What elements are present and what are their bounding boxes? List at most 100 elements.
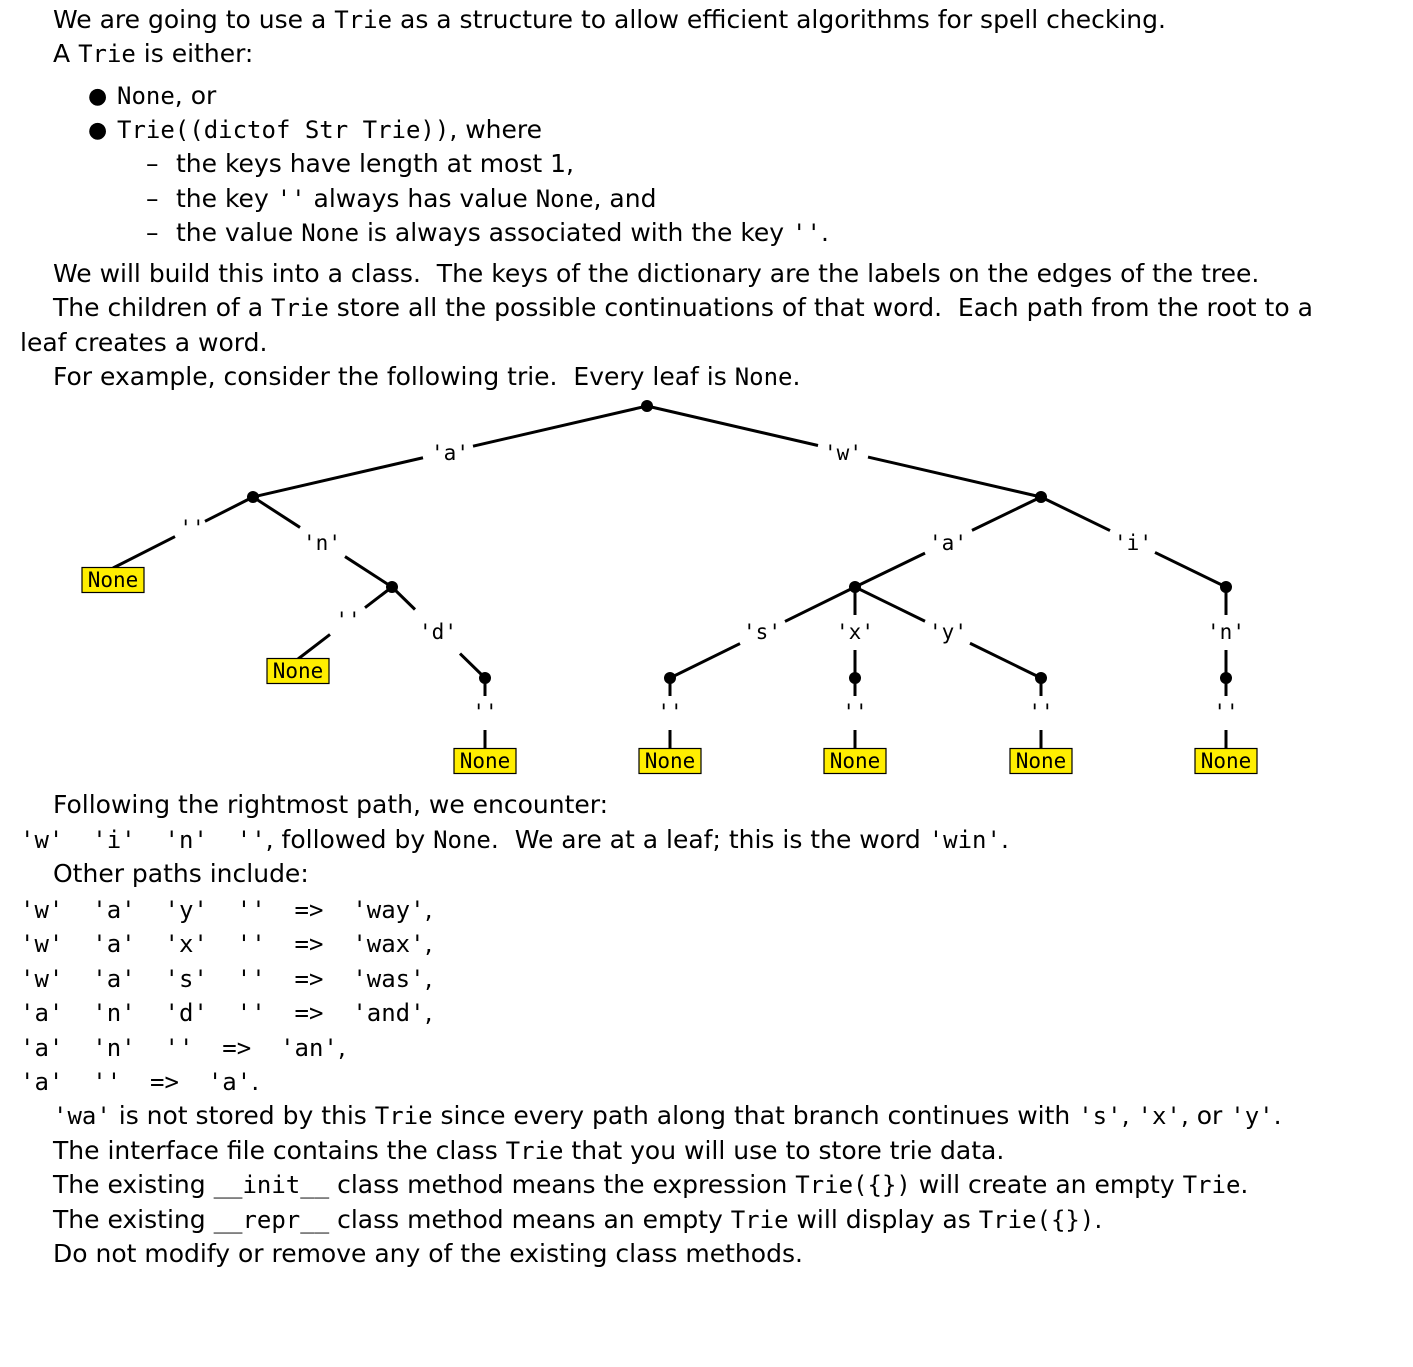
- trie-edge: [669, 642, 741, 680]
- code-text: '': [276, 185, 306, 213]
- code-text: Trie({}): [978, 1206, 1095, 1234]
- code-text: None: [535, 185, 594, 213]
- trie-edge: [867, 455, 1042, 499]
- code-text: '': [792, 219, 821, 247]
- code-text: 'a' 'n' 'd' '' => 'and': [20, 999, 425, 1027]
- leaf-label: None: [273, 659, 324, 683]
- trie-edge: [1154, 551, 1227, 589]
- trie-edge: [854, 551, 926, 589]
- trie-diagram: 'a''w''''n''a''i''''d''s''x''y''n'''''''…: [81, 400, 1258, 775]
- edge-label: 'd': [419, 620, 457, 644]
- bullet-icon: ●: [88, 118, 108, 143]
- definition-item: None, or: [117, 81, 217, 110]
- trie-edge: [784, 585, 856, 623]
- leaf-label: None: [830, 749, 881, 773]
- code-text: Trie: [334, 6, 393, 34]
- leaf-box: [81, 566, 145, 594]
- trie-edge: [854, 585, 926, 623]
- trie-node: [247, 491, 259, 503]
- leaf-box: [823, 747, 887, 775]
- dash-icon: –: [146, 184, 159, 213]
- code-text: 'win': [928, 826, 1001, 854]
- code-text: Trie: [505, 1137, 564, 1165]
- code-text: __init__: [213, 1171, 330, 1199]
- edge-label: 'y': [929, 620, 967, 644]
- path-example: 'a' 'n' '' => 'an',: [20, 1033, 346, 1062]
- path-example: 'a' 'n' 'd' '' => 'and',: [20, 998, 433, 1027]
- trie-edge: [1040, 495, 1111, 532]
- closing-line: The interface file contains the class Tr…: [53, 1136, 1005, 1165]
- intro-line: A Trie is either:: [53, 39, 254, 68]
- leaf-label: None: [88, 568, 139, 592]
- intro-line: We are going to use a Trie as a structur…: [53, 5, 1166, 34]
- bullet-icon: ●: [88, 84, 108, 109]
- trie-edge: [971, 495, 1042, 532]
- trie-node: [386, 581, 398, 593]
- trie-edge: [472, 404, 648, 448]
- trie-node: [1220, 581, 1232, 593]
- closing-line: Do not modify or remove any of the exist…: [53, 1239, 803, 1268]
- code-text: 's': [1078, 1102, 1122, 1130]
- leaf-box: [453, 747, 517, 775]
- paths-line: Other paths include:: [53, 859, 309, 888]
- code-text: 'w' 'a' 'y' '' => 'way': [20, 896, 425, 924]
- code-text: 'a' '' => 'a': [20, 1068, 252, 1096]
- trie-edge: [646, 404, 819, 447]
- trie-edge: [297, 633, 331, 661]
- closing-line: The existing __init__ class method means…: [53, 1170, 1249, 1199]
- definition-subitem: the key '' always has value None, and: [176, 184, 657, 213]
- path-example: 'w' 'a' 'y' '' => 'way',: [20, 895, 433, 924]
- code-text: Trie({}): [795, 1171, 911, 1199]
- trie-edge: [112, 535, 176, 570]
- code-text: 'w' 'i' 'n' '': [20, 826, 266, 854]
- edge-label: '': [842, 700, 867, 724]
- code-text: 'a' 'n' '' => 'an': [20, 1034, 338, 1062]
- edge-label: '': [335, 608, 360, 632]
- edge-label: 'x': [836, 620, 874, 644]
- trie-edge: [969, 641, 1042, 680]
- code-text: 'wa': [53, 1102, 111, 1130]
- edge-label: 'n': [303, 531, 341, 555]
- edge-label: 'i': [1114, 531, 1152, 555]
- edge-label: 'a': [431, 441, 469, 465]
- code-text: Trie: [1182, 1171, 1241, 1199]
- description-line: The children of a Trie store all the pos…: [53, 293, 1313, 322]
- code-text: Trie: [730, 1206, 789, 1234]
- edge-label: '': [179, 516, 204, 540]
- code-text: 'x': [1137, 1102, 1181, 1130]
- leaf-box: [266, 657, 330, 685]
- dash-icon: –: [146, 149, 159, 178]
- edge-label: '': [1213, 700, 1238, 724]
- dash-icon: –: [146, 218, 159, 247]
- description-line: leaf creates a word.: [20, 328, 268, 357]
- trie-node: [664, 672, 676, 684]
- leaf-label: None: [645, 749, 696, 773]
- closing-line: The existing __repr__ class method means…: [53, 1205, 1103, 1234]
- trie-node: [849, 581, 861, 593]
- trie-node: [849, 672, 861, 684]
- trie-edge: [252, 456, 424, 499]
- edge-label: 'a': [929, 531, 967, 555]
- path-example: 'w' 'a' 's' '' => 'was',: [20, 964, 433, 993]
- definition-item: Trie((dictof Str Trie)), where: [117, 115, 543, 144]
- code-text: __repr__: [213, 1206, 330, 1234]
- paths-line: 'w' 'i' 'n' '', followed by None. We are…: [20, 825, 1009, 854]
- trie-edge: [344, 555, 393, 589]
- trie-edge: [252, 495, 301, 529]
- leaf-box: [1194, 747, 1258, 775]
- definition-subitem: the value None is always associated with…: [176, 218, 829, 247]
- code-text: None: [117, 82, 175, 110]
- paths-line: Following the rightmost path, we encount…: [53, 790, 609, 819]
- trie-edge: [204, 495, 254, 523]
- code-text: None: [734, 363, 793, 391]
- path-example: 'a' '' => 'a'.: [20, 1067, 260, 1096]
- edge-label: '': [657, 700, 682, 724]
- leaf-label: None: [1201, 749, 1252, 773]
- code-text: 'w' 'a' 's' '' => 'was': [20, 965, 425, 993]
- leaf-label: None: [460, 749, 511, 773]
- description-line: For example, consider the following trie…: [53, 362, 801, 391]
- code-text: None: [301, 219, 360, 247]
- leaf-box: [638, 747, 702, 775]
- code-text: Trie: [374, 1102, 433, 1130]
- edge-label: 'n': [1207, 620, 1245, 644]
